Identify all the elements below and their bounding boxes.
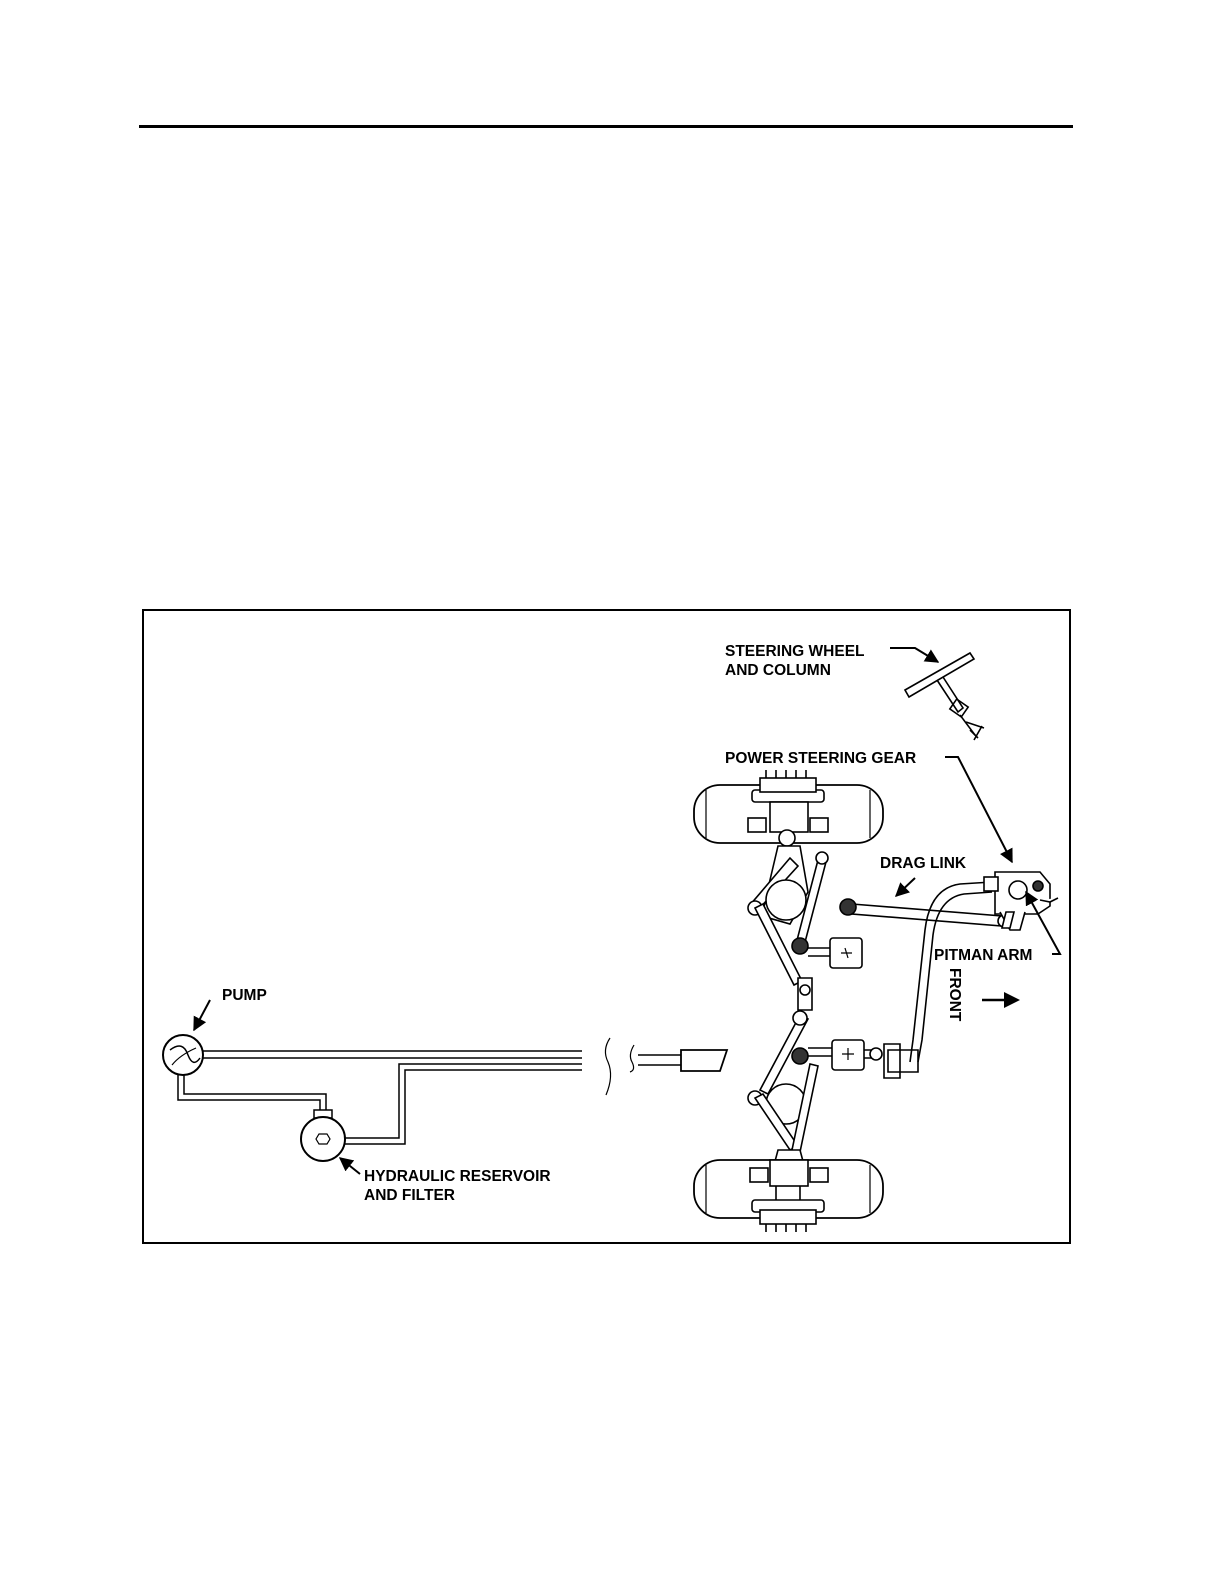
upper-linkage: [748, 846, 862, 985]
reservoir-label-line2: AND FILTER: [364, 1187, 455, 1204]
power-steering-gear-label: POWER STEERING GEAR: [725, 750, 916, 767]
steering-wheel-label-line2: AND COLUMN: [725, 662, 831, 679]
drag-link-label: DRAG LINK: [880, 855, 967, 872]
steering-wheel-column: [905, 653, 984, 740]
lower-linkage: [748, 1011, 882, 1180]
steering-wheel-label-line1: STEERING WHEEL: [725, 643, 865, 660]
front-arrow: [982, 992, 1020, 1008]
hydraulic-reservoir: [301, 1110, 345, 1161]
hydraulic-lines: [178, 1038, 727, 1144]
pitman-arm-label: PITMAN ARM: [934, 947, 1032, 964]
center-link: [798, 978, 812, 1010]
drag-link: [840, 899, 1010, 927]
pump-label: PUMP: [222, 987, 267, 1004]
front-label: FRONT: [946, 968, 963, 1022]
pump: [163, 1035, 203, 1075]
reservoir-label-line1: HYDRAULIC RESERVOIR: [364, 1168, 551, 1185]
